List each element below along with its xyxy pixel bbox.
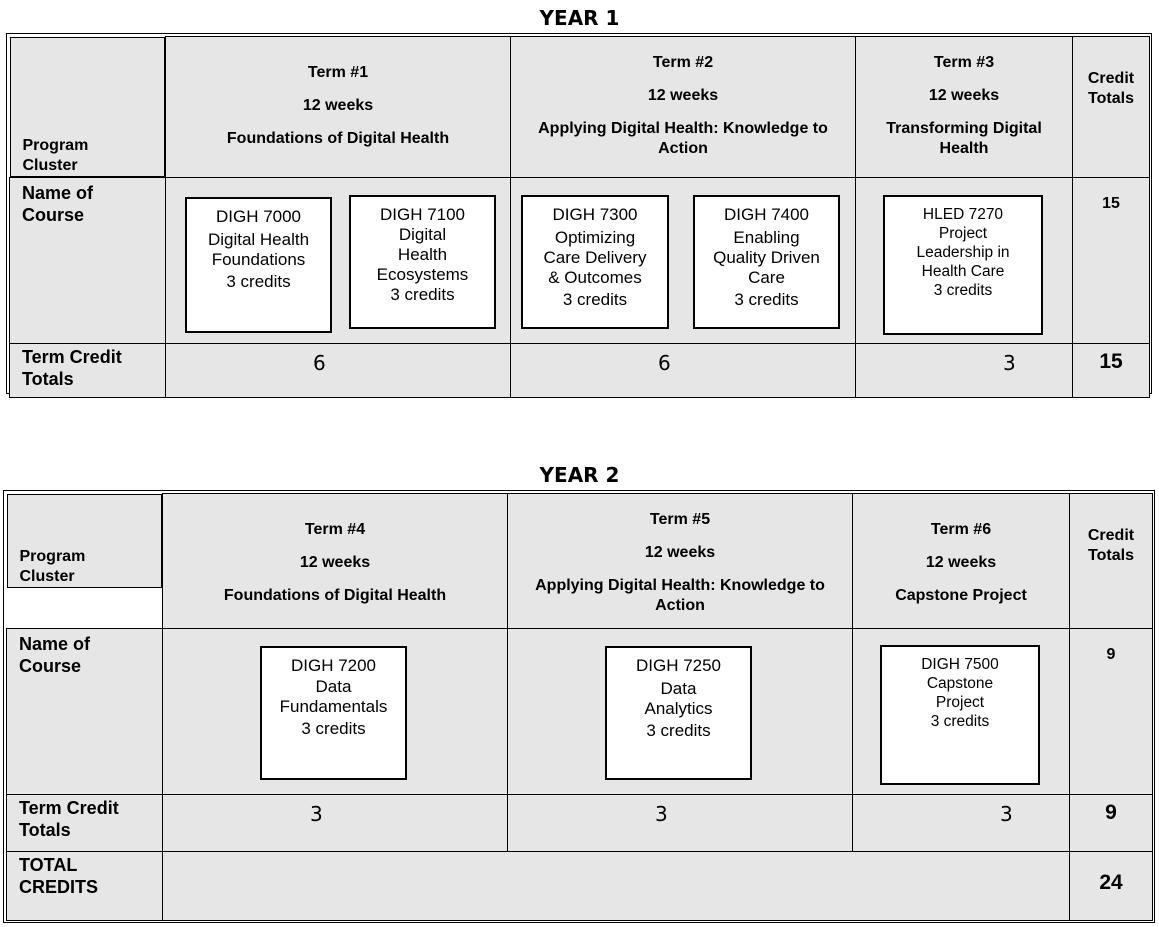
course-credit-total: 15	[1072, 176, 1150, 344]
term-6-header: Term #6 12 weeks Capstone Project	[852, 493, 1070, 629]
term-3-total: 3	[855, 342, 1073, 398]
term-2-header: Term #2 12 weeks Applying Digital Health…	[510, 36, 856, 178]
row-label-name-of-course: Name of Course	[9, 176, 166, 344]
course-card: DIGH 7100 Digital Health Ecosystems 3 cr…	[349, 194, 496, 329]
row-label-term-credit-totals: Term Credit Totals	[6, 794, 163, 852]
credit-totals-header: Credit Totals	[1069, 493, 1153, 629]
term-2-courses: DIGH 7300 Optimizing Care Delivery & Out…	[510, 176, 856, 344]
row-label-total-credits: TOTAL CREDITS	[6, 851, 163, 921]
year1-title: YEAR 1	[539, 6, 620, 30]
term-5-header: Term #5 12 weeks Applying Digital Health…	[507, 493, 853, 629]
course-card: DIGH 7400 Enabling Quality Driven Care 3…	[693, 194, 840, 329]
year2-credit-total: 9	[1069, 794, 1153, 852]
course-card: DIGH 7500 Capstone Project 3 credits	[880, 645, 1040, 785]
total-credits-spacer	[162, 851, 1070, 921]
term-4-total: 3	[162, 794, 508, 852]
term-5-courses: DIGH 7250 Data Analytics 3 credits	[507, 628, 853, 795]
grand-total-credits: 24	[1069, 851, 1153, 921]
term-6-total: 3	[852, 794, 1070, 852]
year2-title: YEAR 2	[539, 463, 620, 487]
year1-credit-total: 15	[1072, 342, 1150, 398]
term-5-total: 3	[507, 794, 853, 852]
term-1-courses: DIGH 7000 Digital Health Foundations 3 c…	[165, 176, 511, 344]
term-2-total: 6	[510, 342, 856, 398]
term-3-header: Term #3 12 weeks Transforming Digital He…	[855, 36, 1073, 178]
term-6-courses: DIGH 7500 Capstone Project 3 credits	[852, 628, 1070, 795]
term-4-courses: DIGH 7200 Data Fundamentals 3 credits	[162, 628, 508, 795]
row-label-program-cluster: Program Cluster	[9, 36, 165, 177]
course-credit-total: 9	[1069, 628, 1153, 795]
course-card: DIGH 7300 Optimizing Care Delivery & Out…	[521, 194, 669, 329]
year2-frame	[3, 490, 1155, 923]
term-1-header: Term #1 12 weeks Foundations of Digital …	[165, 36, 511, 178]
row-label-term-credit-totals: Term Credit Totals	[9, 342, 166, 398]
term-3-courses: HLED 7270 Project Leadership in Health C…	[855, 176, 1073, 344]
course-card: DIGH 7250 Data Analytics 3 credits	[605, 646, 752, 780]
row-label-program-cluster: Program Cluster	[6, 493, 162, 588]
course-card: DIGH 7000 Digital Health Foundations 3 c…	[185, 196, 332, 333]
course-card: HLED 7270 Project Leadership in Health C…	[883, 194, 1043, 335]
course-card: DIGH 7200 Data Fundamentals 3 credits	[260, 646, 407, 780]
row-label-name-of-course: Name of Course	[6, 628, 163, 795]
credit-totals-header: Credit Totals	[1072, 36, 1150, 178]
year2-table: Program Cluster Term #4 12 weeks Foundat…	[6, 493, 1153, 921]
year1-table: Program Cluster Term #1 12 weeks Foundat…	[9, 36, 1150, 398]
term-1-total: 6	[165, 342, 511, 398]
term-4-header: Term #4 12 weeks Foundations of Digital …	[162, 493, 508, 629]
